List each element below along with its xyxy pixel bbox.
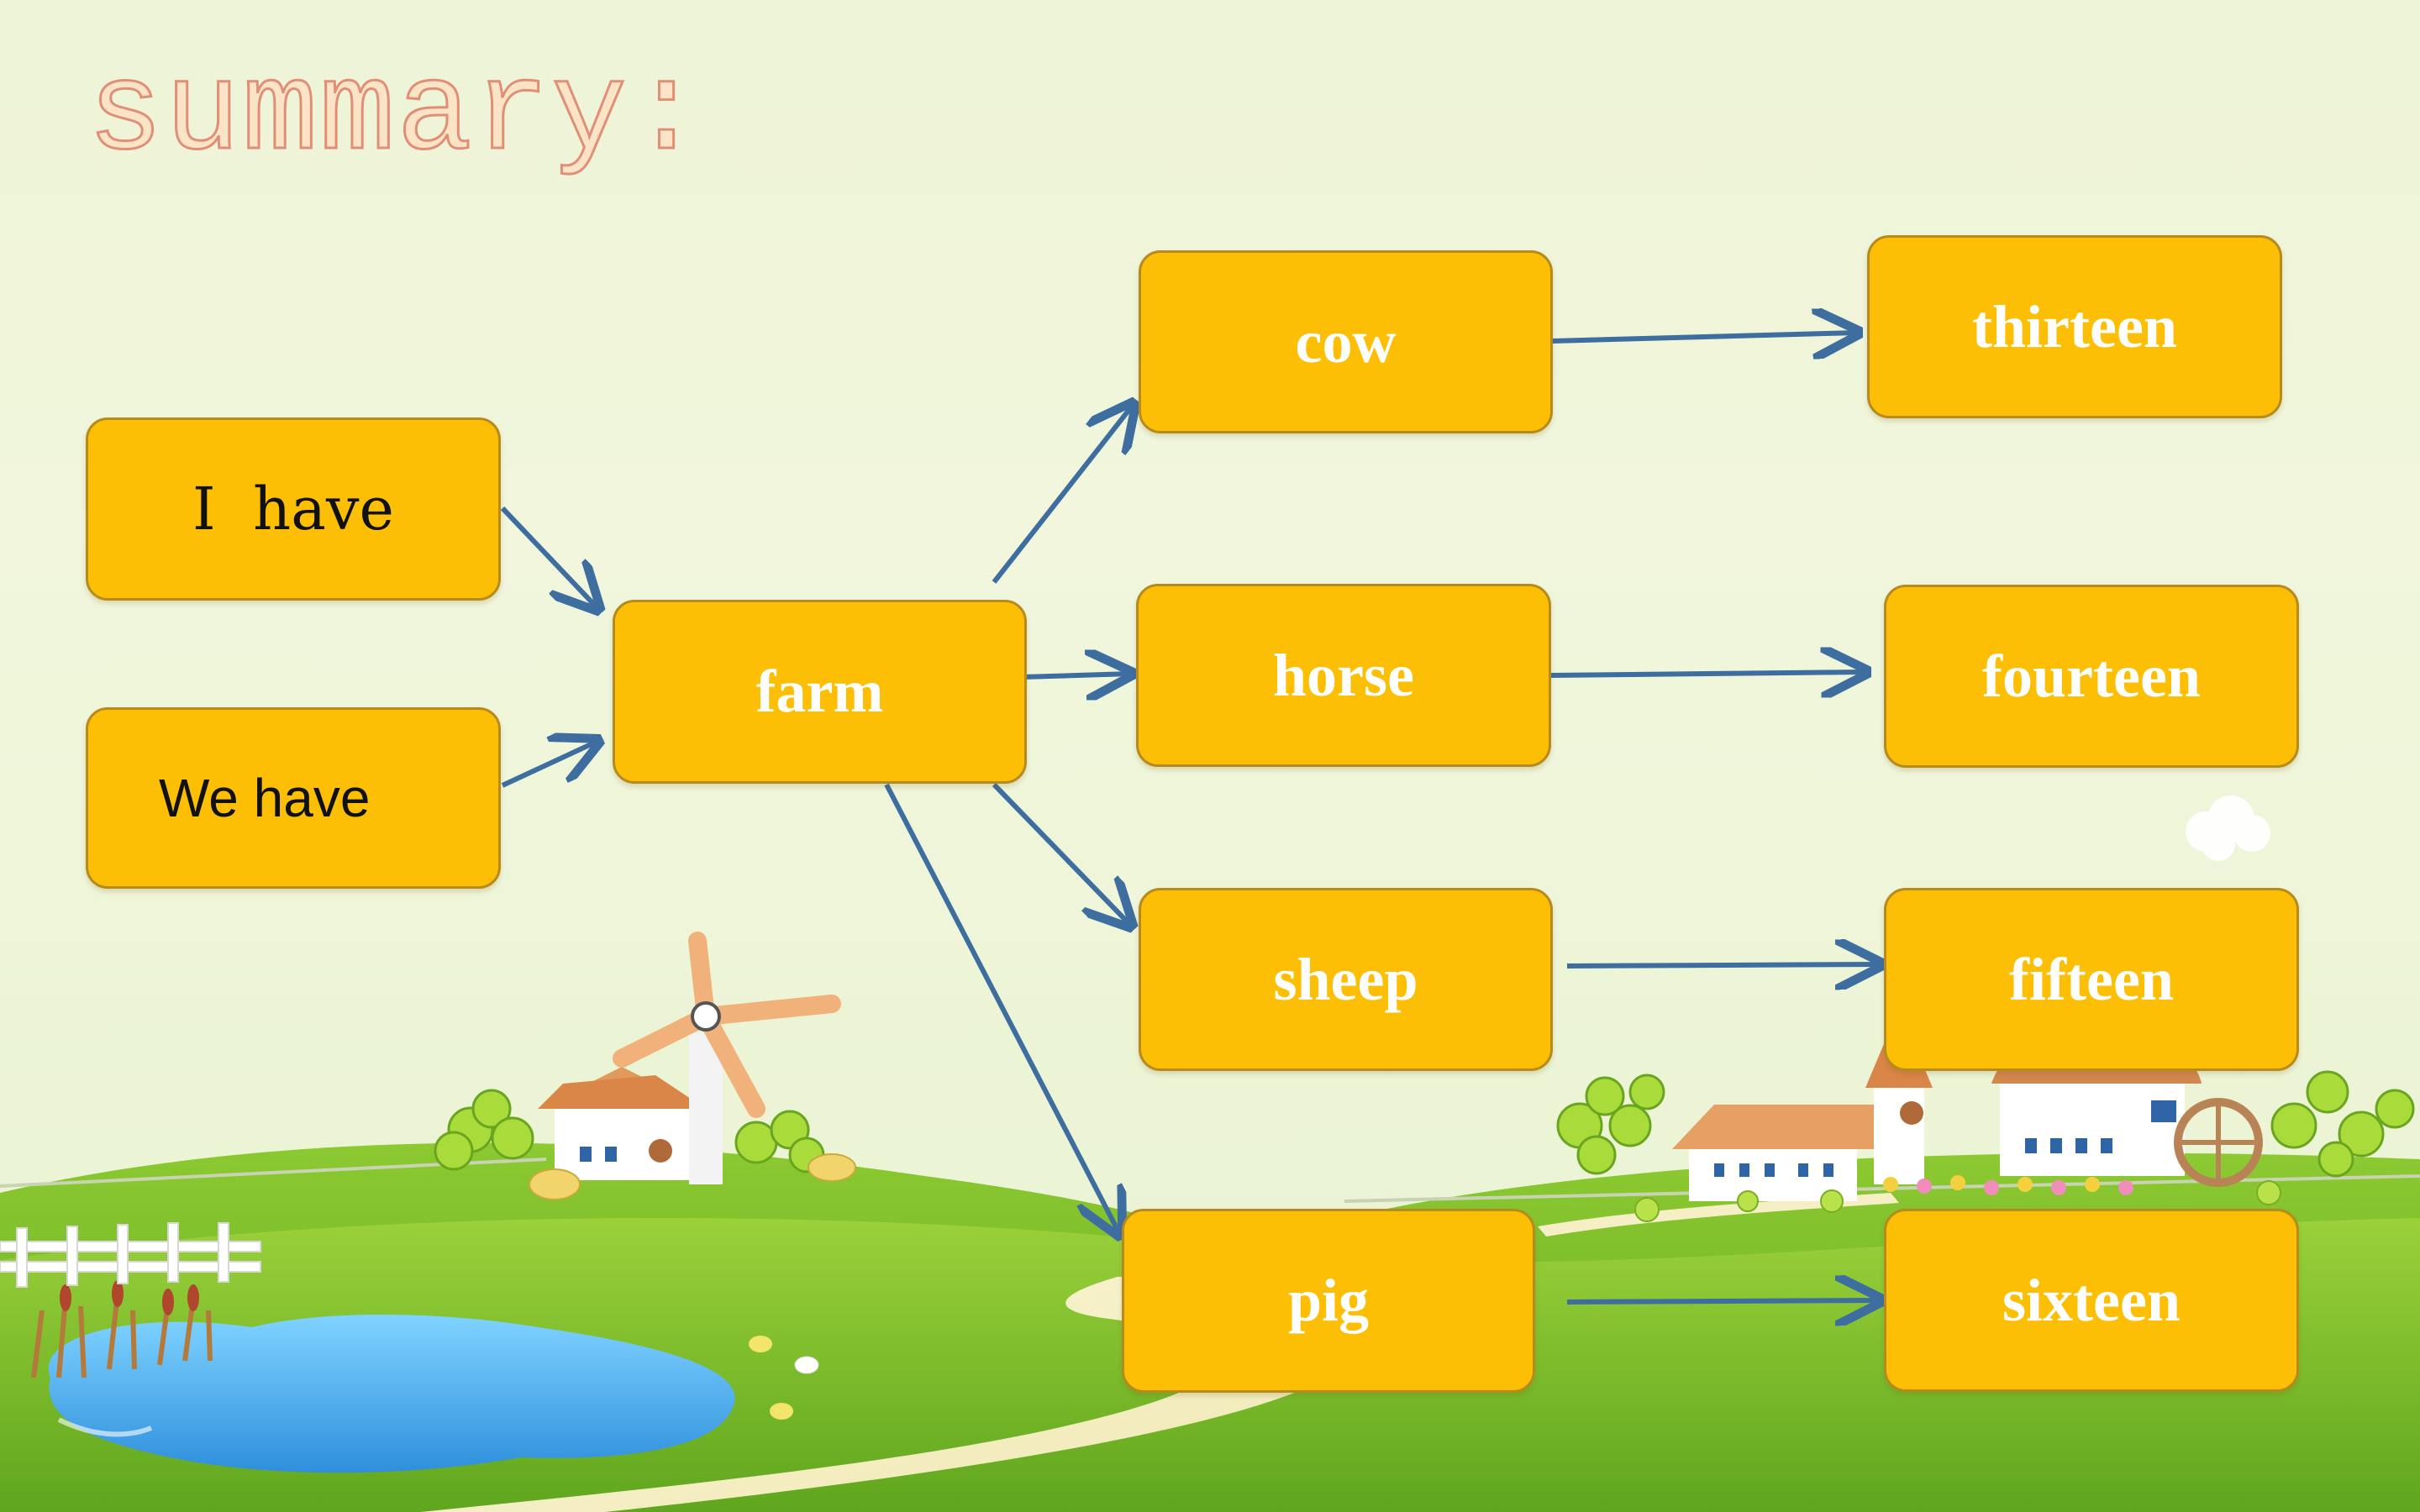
node-cow: cow	[1139, 250, 1553, 433]
node-sixteen: sixteen	[1884, 1209, 2299, 1392]
node-farm-label: farm	[755, 658, 884, 725]
node-sheep-label: sheep	[1273, 945, 1418, 1013]
node-farm: farm	[613, 600, 1027, 784]
node-horse: horse	[1136, 584, 1551, 767]
node-thirteen-label: thirteen	[1972, 292, 2177, 360]
node-fourteen: fourteen	[1884, 585, 2299, 768]
node-sixteen-label: sixteen	[2002, 1266, 2181, 1334]
node-pig: pig	[1122, 1209, 1535, 1393]
node-horse-label: horse	[1273, 641, 1414, 709]
node-i-have-label: I have	[192, 475, 394, 543]
node-fifteen: fifteen	[1884, 888, 2299, 1071]
node-we-have: We have	[86, 707, 501, 889]
node-cow-label: cow	[1295, 307, 1397, 375]
node-thirteen: thirteen	[1867, 235, 2282, 418]
node-fourteen-label: fourteen	[1982, 642, 2201, 710]
node-we-have-label: We have	[159, 768, 371, 828]
node-sheep: sheep	[1139, 888, 1553, 1071]
node-fifteen-label: fifteen	[2009, 945, 2174, 1013]
slide-title: summary:	[86, 43, 707, 188]
node-i-have: I have	[86, 417, 501, 601]
node-pig-label: pig	[1287, 1267, 1370, 1334]
